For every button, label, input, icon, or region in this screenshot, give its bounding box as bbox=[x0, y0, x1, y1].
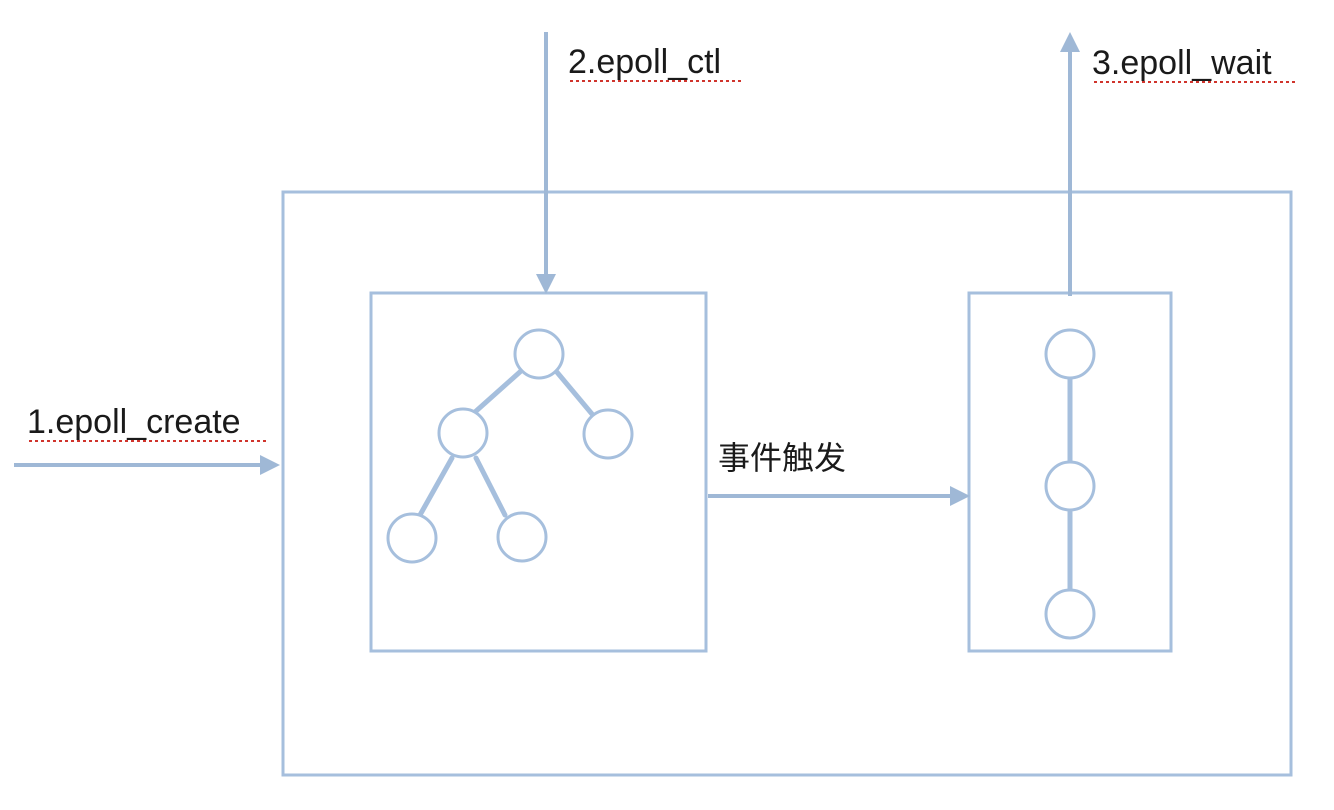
label-epoll-ctl: 2.epoll_ctl bbox=[568, 43, 721, 81]
tree-edge bbox=[473, 455, 508, 518]
list-node bbox=[1044, 460, 1096, 512]
tree-node-root bbox=[513, 328, 565, 380]
tree-node-left-right bbox=[496, 511, 548, 563]
list-nodes bbox=[1044, 328, 1096, 640]
tree-edges bbox=[417, 368, 595, 518]
tree-node-left bbox=[437, 407, 489, 459]
tree-edge bbox=[472, 368, 524, 415]
label-event-trigger: 事件触发 bbox=[718, 439, 846, 477]
epoll-instance-box bbox=[281, 190, 1293, 777]
list-node bbox=[1044, 328, 1096, 380]
tree-nodes bbox=[386, 328, 634, 564]
tree-edge bbox=[417, 455, 455, 518]
arrows bbox=[14, 32, 1080, 506]
tree-node-right bbox=[582, 408, 634, 460]
tree-node-left-left bbox=[386, 512, 438, 564]
tree-edge bbox=[553, 368, 595, 417]
label-epoll-wait: 3.epoll_wait bbox=[1092, 44, 1272, 82]
list-node bbox=[1044, 588, 1096, 640]
label-epoll-create: 1.epoll_create bbox=[27, 403, 241, 441]
